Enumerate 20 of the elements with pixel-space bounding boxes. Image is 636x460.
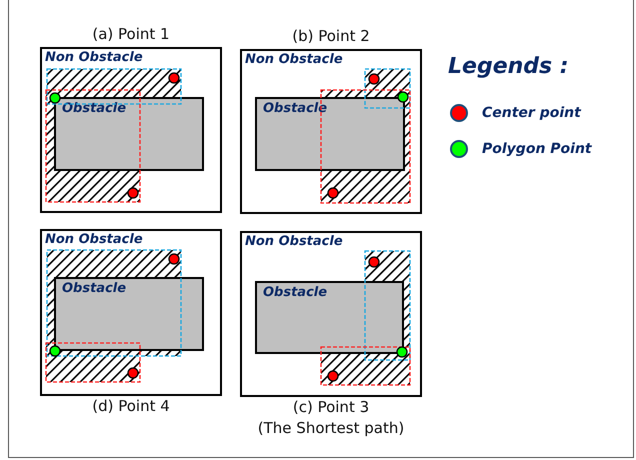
legend-title: Legends :	[448, 54, 569, 79]
obstacle-box	[54, 97, 204, 171]
obstacle-box	[255, 97, 405, 171]
obstacle-label: Obstacle	[263, 101, 328, 116]
obstacle-box	[54, 277, 204, 351]
panel-caption: (c) Point 3	[292, 397, 370, 418]
obstacle-label: Obstacle	[62, 281, 126, 296]
region-label: Non Obstacle	[245, 52, 343, 67]
panel-caption: (d) Point 4	[92, 396, 170, 417]
obstacle-label: Obstacle	[62, 101, 126, 116]
legend-label: Center point	[482, 105, 581, 121]
region-label: Non Obstacle	[45, 50, 143, 65]
panel-caption: (b) Point 2	[292, 26, 370, 47]
region-label: Non Obstacle	[245, 234, 343, 249]
panel-caption: (a) Point 1	[92, 24, 170, 45]
obstacle-label: Obstacle	[263, 285, 328, 300]
region-label: Non Obstacle	[45, 232, 143, 247]
obstacle-box	[255, 281, 404, 354]
panel-caption: (The Shortest path)	[258, 418, 404, 439]
legend-label: Polygon Point	[482, 141, 592, 157]
